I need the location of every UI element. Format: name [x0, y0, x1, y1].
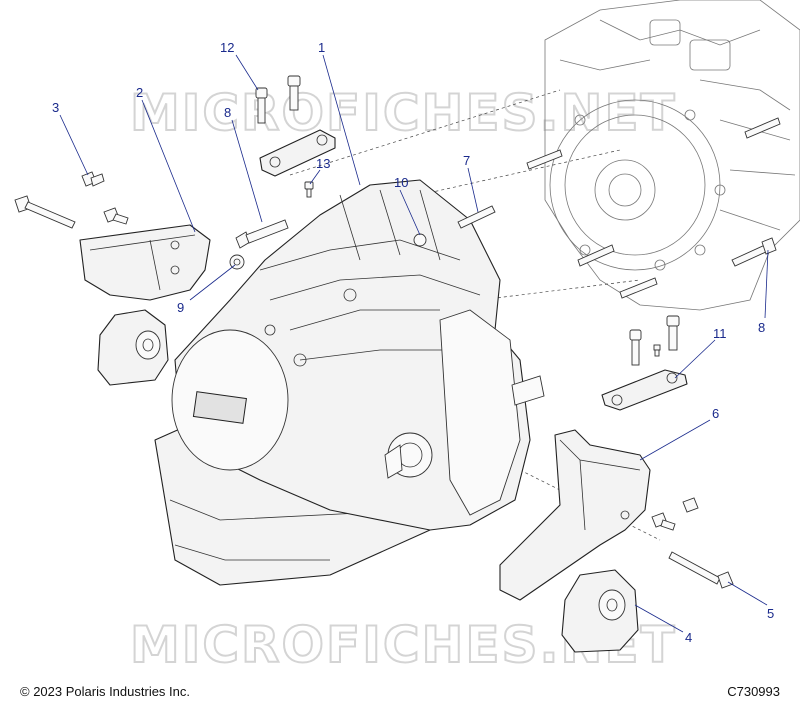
mount-bracket-6 — [499, 429, 651, 601]
callout-5: 5 — [767, 606, 774, 621]
bolt-8-right — [731, 237, 777, 267]
transaxle — [154, 179, 545, 586]
isolator-mount-4 — [561, 569, 639, 653]
dowel-7 — [457, 205, 496, 229]
copyright-text: © 2023 Polaris Industries Inc. — [20, 684, 190, 699]
bracket-plate-8-top — [259, 129, 336, 177]
bolt-13 — [304, 181, 314, 198]
isolator-mount-left — [97, 309, 169, 386]
callout-3: 3 — [52, 100, 59, 115]
callout-8-right: 8 — [758, 320, 765, 335]
drawing-number: C730993 — [727, 684, 780, 699]
callout-12: 12 — [220, 40, 234, 55]
mount-bracket-2 — [79, 224, 211, 301]
watermark-top: MICROFICHES.NET — [130, 84, 677, 142]
bolt-10 — [413, 233, 427, 247]
engine-background — [544, 0, 800, 311]
bolt-11 — [629, 315, 680, 366]
bracket-plate-11 — [601, 369, 688, 411]
callout-13: 13 — [316, 156, 330, 171]
callout-labels: 12 1 2 3 8 13 10 7 9 11 6 8 5 4 — [52, 40, 774, 645]
callout-2: 2 — [136, 85, 143, 100]
bolt-3 — [14, 171, 129, 229]
callout-7: 7 — [463, 153, 470, 168]
callout-1: 1 — [318, 40, 325, 55]
leader-lines — [59, 54, 769, 633]
callout-11: 11 — [713, 326, 727, 341]
bolt-12 — [255, 75, 301, 124]
callout-9: 9 — [177, 300, 184, 315]
callout-6: 6 — [712, 406, 719, 421]
nut-9 — [229, 254, 245, 270]
bolt-5 — [651, 497, 734, 589]
callout-10: 10 — [394, 175, 408, 190]
engine-studs — [526, 117, 781, 299]
callout-8-top: 8 — [224, 105, 231, 120]
bolt-8-left — [235, 219, 289, 249]
callout-4: 4 — [685, 630, 692, 645]
